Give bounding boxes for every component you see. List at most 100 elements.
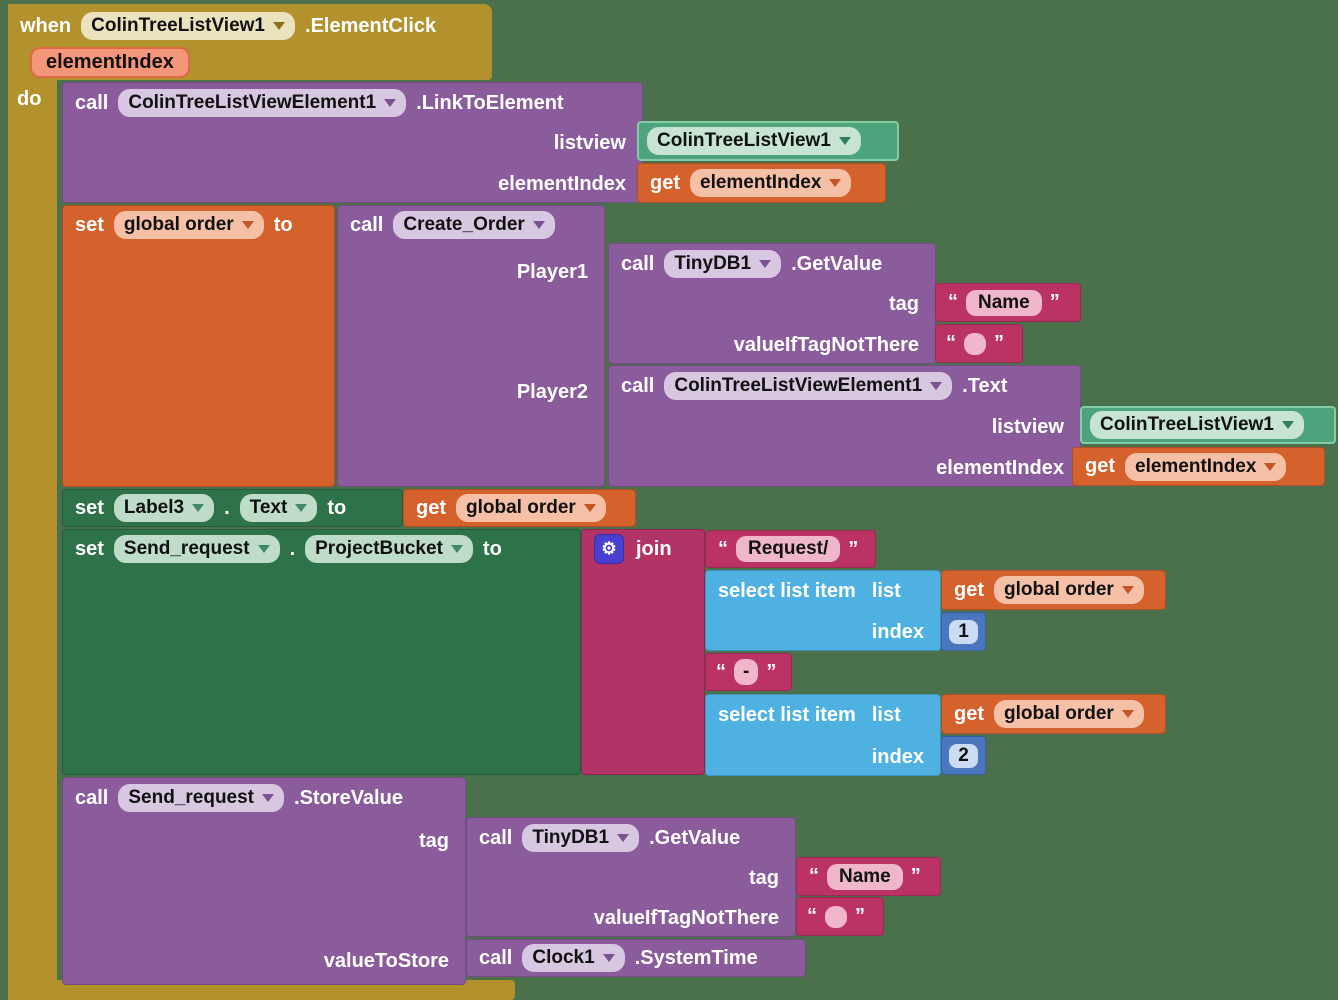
select-list-item-block-1[interactable]: select list item list index — [705, 570, 941, 651]
text-field[interactable] — [964, 332, 986, 355]
close-quote: ” — [855, 905, 865, 927]
set-label3-text-block[interactable]: set Label3 . Text to — [62, 489, 403, 527]
call-tinydb-getvalue-block-1[interactable]: call TinyDB1 .GetValue tag valueIfTagNot… — [608, 243, 936, 364]
property-dropdown[interactable]: ProjectBucket — [305, 535, 473, 563]
text-string-name-block-2[interactable]: “ Name ” — [796, 857, 941, 896]
dropdown-arrow-icon — [759, 260, 772, 268]
get-keyword: get — [416, 496, 446, 519]
call-linktoelement-block[interactable]: call ColinTreeListViewElement1 .LinkToEl… — [62, 82, 643, 203]
component-dropdown[interactable]: Label3 — [113, 494, 215, 522]
component-dropdown[interactable]: ColinTreeListView1 — [1090, 411, 1304, 439]
when-keyword: when — [20, 14, 72, 37]
number-block-1[interactable]: 1 — [941, 612, 986, 651]
text-field[interactable]: Request/ — [736, 536, 841, 562]
when-block-bottom[interactable] — [8, 980, 515, 1000]
get-keyword: get — [650, 171, 680, 194]
text-field[interactable] — [825, 905, 847, 928]
procedure-dropdown[interactable]: Create_Order — [393, 211, 555, 239]
method-label: .Text — [962, 374, 1008, 397]
call-create-order-block[interactable]: call Create_Order Player1 Player2 — [337, 205, 605, 487]
when-block-spine[interactable] — [8, 4, 57, 1000]
text-string-empty-block-2[interactable]: “ ” — [796, 897, 884, 936]
element-component-dropdown[interactable]: ColinTreeListViewElement1 — [664, 372, 953, 400]
to-keyword: to — [327, 496, 347, 519]
get-keyword: get — [954, 702, 984, 725]
arg-tag-label: tag — [889, 292, 919, 315]
dropdown-arrow-icon — [1281, 421, 1294, 429]
open-quote: “ — [948, 291, 958, 313]
dropdown-arrow-icon — [295, 504, 308, 512]
dropdown-arrow-icon — [1121, 586, 1134, 594]
get-global-order-block-1[interactable]: get global order — [403, 489, 636, 527]
dropdown-arrow-icon — [450, 545, 463, 553]
method-label: .SystemTime — [634, 946, 758, 969]
component-value-listview1[interactable]: ColinTreeListView1 — [637, 121, 899, 161]
component-dropdown[interactable]: ColinTreeListView1 — [647, 127, 861, 155]
tinydb-component-dropdown[interactable]: TinyDB1 — [522, 824, 640, 852]
method-label: .StoreValue — [294, 786, 403, 809]
call-keyword: call — [479, 826, 513, 849]
text-string-request-block[interactable]: “ Request/ ” — [705, 530, 876, 568]
get-elementindex-block-1[interactable]: get elementIndex — [637, 163, 886, 203]
component-value-listview2[interactable]: ColinTreeListView1 — [1080, 406, 1336, 444]
text-string-name-block-1[interactable]: “ Name ” — [935, 283, 1081, 322]
dropdown-arrow-icon — [617, 834, 630, 842]
get-elementindex-block-2[interactable]: get elementIndex — [1072, 447, 1325, 486]
number-field[interactable]: 2 — [949, 743, 978, 768]
component-dropdown[interactable]: Send_request — [118, 784, 285, 812]
close-quote: ” — [766, 660, 777, 683]
call-tinydb-getvalue-block-2[interactable]: call TinyDB1 .GetValue tag valueIfTagNot… — [466, 817, 796, 937]
arg-player2-label: Player2 — [516, 380, 588, 403]
variable-dropdown[interactable]: elementIndex — [1125, 452, 1287, 481]
select-list-item-label: select list item — [718, 703, 856, 726]
join-block[interactable]: ⚙ join — [581, 529, 705, 775]
text-field[interactable]: - — [734, 659, 759, 685]
dropdown-arrow-icon — [1121, 710, 1134, 718]
dropdown-arrow-icon — [532, 221, 545, 229]
select-list-item-block-2[interactable]: select list item list index — [705, 694, 941, 776]
event-component-dropdown[interactable]: ColinTreeListView1 — [81, 12, 296, 40]
linktoelement-component-dropdown[interactable]: ColinTreeListViewElement1 — [118, 89, 407, 117]
arg-valuetostore-label: valueToStore — [323, 949, 449, 972]
text-string-empty-block-1[interactable]: “ ” — [935, 324, 1023, 363]
dropdown-arrow-icon — [262, 794, 275, 802]
number-field[interactable]: 1 — [949, 619, 978, 644]
call-clock-systemtime-block[interactable]: call Clock1 .SystemTime — [466, 939, 806, 977]
to-keyword: to — [482, 537, 502, 560]
clock-component-dropdown[interactable]: Clock1 — [522, 944, 625, 972]
get-global-order-block-3[interactable]: get global order — [941, 694, 1166, 734]
variable-dropdown[interactable]: global order — [456, 494, 606, 522]
event-method: .ElementClick — [305, 14, 437, 37]
get-global-order-block-2[interactable]: get global order — [941, 570, 1166, 610]
component-dropdown[interactable]: Send_request — [113, 535, 280, 563]
method-label: .GetValue — [791, 252, 883, 275]
text-string-dash-block[interactable]: “ - ” — [705, 653, 792, 691]
text-field[interactable]: Name — [966, 289, 1042, 316]
tinydb-component-dropdown[interactable]: TinyDB1 — [664, 250, 782, 278]
variable-dropdown[interactable]: global order — [994, 576, 1144, 604]
property-dropdown[interactable]: Text — [239, 494, 318, 522]
dropdown-arrow-icon — [583, 504, 596, 512]
event-param-elementIndex[interactable]: elementIndex — [30, 47, 190, 78]
variable-dropdown[interactable]: elementIndex — [690, 169, 852, 197]
index-arg-label: index — [871, 620, 924, 643]
mutator-gear-icon[interactable]: ⚙ — [594, 534, 624, 564]
arg-elementindex-label: elementIndex — [498, 172, 626, 195]
method-label: .GetValue — [649, 826, 741, 849]
get-keyword: get — [954, 578, 984, 601]
when-event-block[interactable]: when ColinTreeListView1 .ElementClick el… — [8, 4, 492, 80]
set-projectbucket-block[interactable]: set Send_request . ProjectBucket to — [62, 529, 581, 775]
arg-elementindex-label: elementIndex — [936, 456, 1064, 479]
text-field[interactable]: Name — [827, 863, 903, 890]
arg-player1-label: Player1 — [516, 260, 588, 283]
select-list-item-label: select list item — [718, 579, 856, 602]
variable-dropdown[interactable]: global order — [994, 700, 1144, 728]
number-block-2[interactable]: 2 — [941, 736, 986, 775]
call-element-text-block[interactable]: call ColinTreeListViewElement1 .Text lis… — [608, 365, 1081, 487]
call-storevalue-block[interactable]: call Send_request .StoreValue tag valueT… — [62, 777, 466, 985]
get-keyword: get — [1085, 455, 1115, 477]
set-global-order-block[interactable]: set global order to — [62, 205, 335, 487]
variable-dropdown[interactable]: global order — [113, 211, 264, 239]
open-quote: “ — [718, 537, 728, 560]
